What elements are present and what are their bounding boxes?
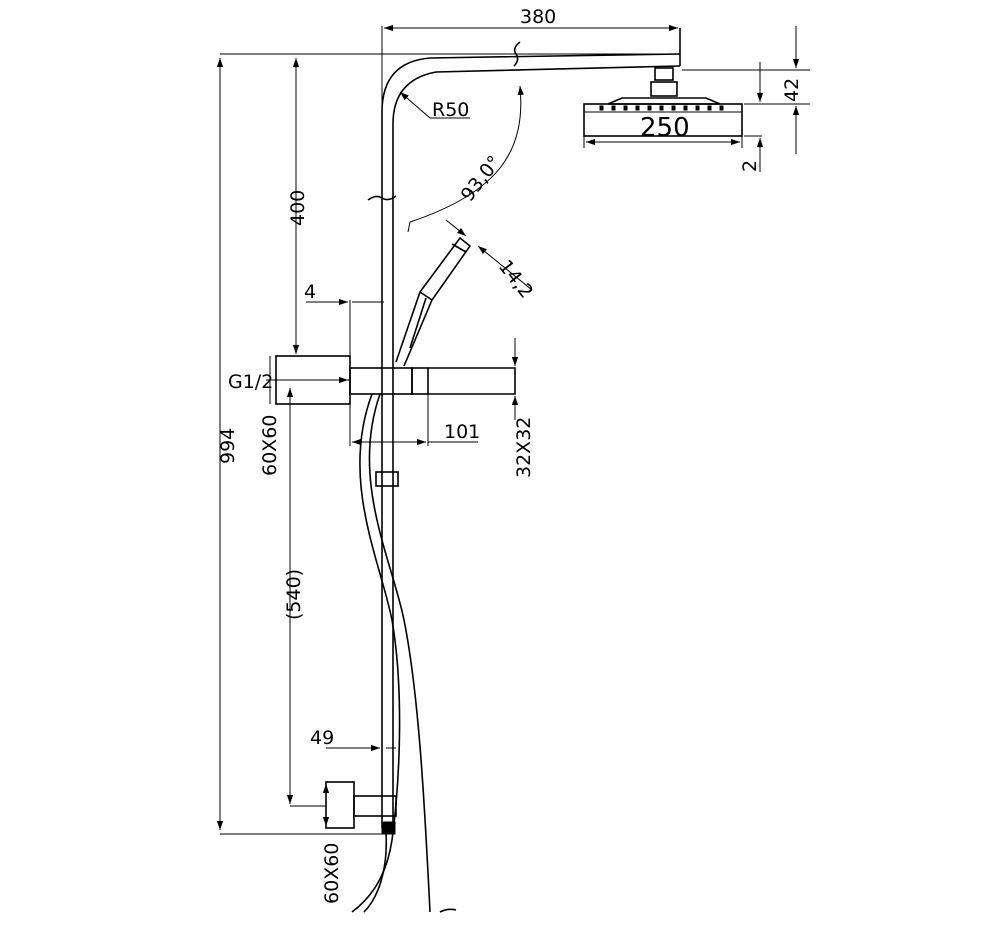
dim-r50: R50 — [399, 91, 470, 121]
label-2: 2 — [739, 160, 761, 172]
label-14-2: 14,2 — [494, 256, 537, 303]
label-42: 42 — [781, 78, 803, 102]
dim-60x60-top: 60X60 — [259, 356, 281, 476]
bottom-wall-bracket — [325, 781, 397, 835]
slider-clip — [375, 471, 399, 487]
dim-32x32: 32X32 — [511, 338, 535, 478]
dim-42: 42 — [682, 26, 810, 154]
label-angle: 93,0° — [457, 152, 506, 206]
break-mark-riser — [367, 195, 397, 201]
dim-4: 4 — [304, 281, 384, 356]
label-250: 250 — [640, 113, 690, 143]
shower-riser — [381, 28, 681, 828]
rain-shower-head — [583, 67, 743, 137]
label-4: 4 — [304, 281, 316, 303]
label-380: 380 — [520, 6, 556, 28]
dim-101: 101 — [349, 394, 480, 446]
dim-2: 2 — [739, 62, 764, 172]
label-32x32: 32X32 — [513, 417, 535, 478]
label-400: 400 — [287, 190, 309, 226]
dim-540: (540) — [283, 388, 326, 807]
label-540: (540) — [283, 569, 305, 620]
dim-400: 400 — [287, 58, 309, 354]
nozzle-dots — [599, 105, 724, 111]
dim-60x60-bottom: 60X60 — [321, 784, 343, 904]
dim-380: 380 — [381, 6, 678, 110]
label-60x60-bottom: 60X60 — [321, 843, 343, 904]
label-g12: G1/2 — [228, 371, 273, 393]
dim-994: 994 — [216, 53, 680, 835]
dim-250: 250 — [583, 113, 743, 148]
label-101: 101 — [444, 421, 480, 443]
shower-hose — [351, 393, 457, 913]
label-49: 49 — [310, 727, 334, 749]
hand-shower — [395, 236, 472, 367]
dim-g12: G1/2 — [228, 371, 348, 393]
label-r50: R50 — [432, 99, 469, 121]
label-994: 994 — [217, 428, 239, 464]
label-60x60-top: 60X60 — [259, 415, 281, 476]
dim-49: 49 — [310, 727, 396, 756]
